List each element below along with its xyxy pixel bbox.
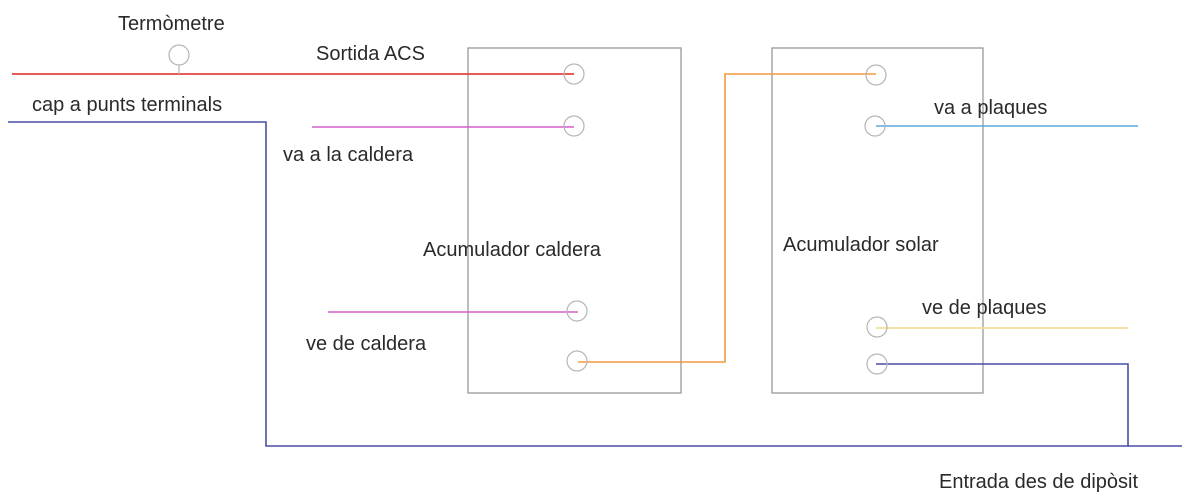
to-panels-label: va a plaques (934, 97, 1048, 119)
connector-icon (566, 300, 588, 322)
solar-tank (771, 47, 984, 394)
boiler-tank-label: Acumulador caldera (423, 239, 601, 261)
from-panels-label: ve de plaques (922, 297, 1047, 319)
thermometer-label: Termòmetre (118, 13, 225, 35)
transfer-pipe (578, 73, 876, 363)
thermometer-icon (168, 44, 190, 66)
solar-tank-label: Acumulador solar (783, 234, 939, 256)
tank-inlet-label: Entrada des de dipòsit (939, 471, 1139, 493)
connector-icon (563, 63, 585, 85)
hot-water-out-label: Sortida ACS (316, 43, 425, 65)
boiler-tank (467, 47, 682, 394)
connector-icon (566, 350, 588, 372)
connector-icon (866, 316, 888, 338)
connector-icon (865, 64, 887, 86)
cold-water-pipe (8, 121, 1129, 447)
connector-icon (866, 353, 888, 375)
from-boiler-label: ve de caldera (306, 333, 427, 355)
to-boiler-label: va a la caldera (283, 144, 414, 166)
connector-icon (864, 115, 886, 137)
terminals-label: cap a punts terminals (32, 94, 223, 116)
connector-icon (563, 115, 585, 137)
